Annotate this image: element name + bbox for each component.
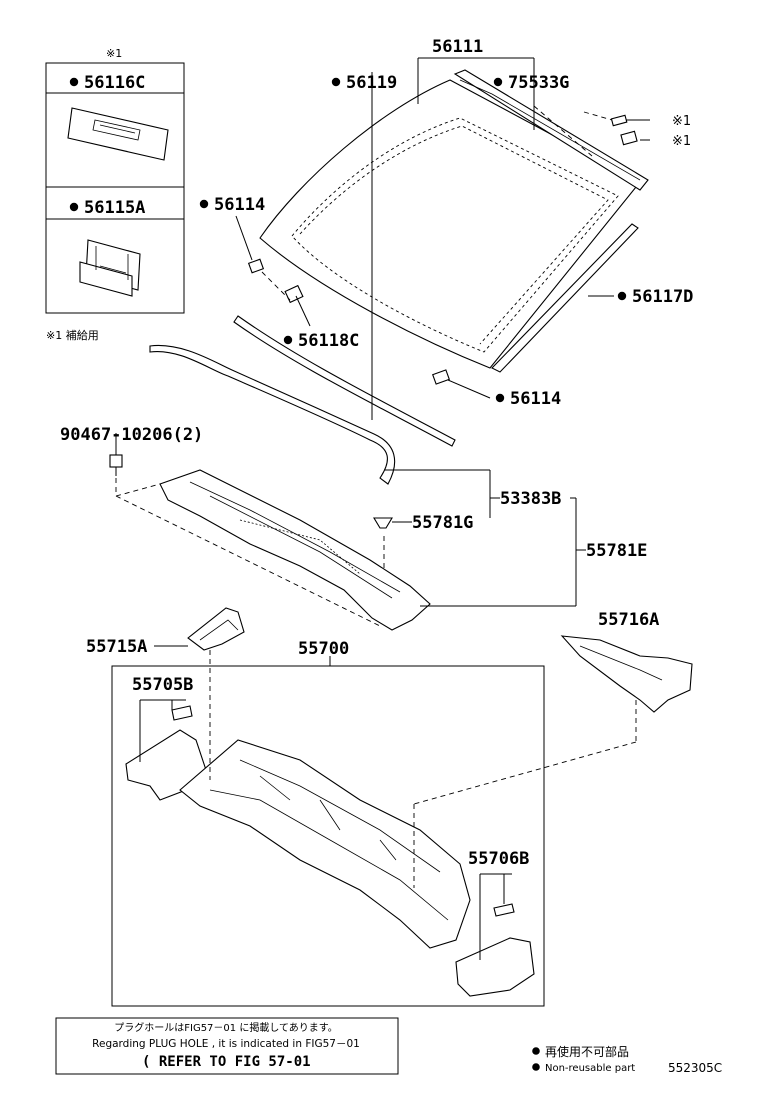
note-refer-fig: ( REFER TO FIG 57-01 xyxy=(142,1054,311,1070)
non-reusable-dot-icon xyxy=(199,199,209,209)
kit-box: ※1 56116C 56115A ※1 補給用 xyxy=(45,47,185,342)
clip-56114-lower xyxy=(432,369,450,385)
non-reusable-dot-icon xyxy=(493,77,503,87)
legend: 再使用不可部品 Non-reusable part xyxy=(532,1044,635,1074)
non-reusable-dot-icon xyxy=(331,77,341,87)
label-75533g: 75533G xyxy=(508,73,569,93)
kit-box-frame xyxy=(45,62,185,314)
non-reusable-dot-icon xyxy=(617,291,627,301)
label-55781g: 55781G xyxy=(412,513,473,533)
label-56114-upper: 56114 xyxy=(214,195,265,215)
kit-box-footnote: ※1 補給用 xyxy=(46,328,99,342)
bracket-55715a xyxy=(187,607,245,651)
non-reusable-dot-icon xyxy=(532,1063,540,1071)
lower-moulding xyxy=(233,315,456,447)
leader-lines xyxy=(115,57,650,960)
non-reusable-dot-icon xyxy=(283,335,293,345)
kit-part-56116c: 56116C xyxy=(84,73,145,93)
non-reusable-dot-icon xyxy=(495,393,505,403)
bolt-90467 xyxy=(109,454,123,476)
assembly-box-55700 xyxy=(111,665,545,1007)
windshield-glass xyxy=(259,79,641,369)
label-55706b: 55706B xyxy=(468,849,529,869)
label-55715a: 55715A xyxy=(86,637,147,657)
side-moulding xyxy=(491,223,639,373)
cowl-seal xyxy=(149,344,396,485)
spacer-56118c xyxy=(284,284,304,304)
label-56114-lower: 56114 xyxy=(510,389,561,409)
clip-56114-upper xyxy=(247,258,265,274)
label-56117d: 56117D xyxy=(632,287,693,307)
note-line-en: Regarding PLUG HOLE , it is indicated in… xyxy=(92,1038,360,1050)
figure-id: 552305C xyxy=(668,1061,722,1075)
legend-en: Non-reusable part xyxy=(545,1063,635,1074)
label-90467: 90467-10206(2) xyxy=(60,425,203,445)
label-56111: 56111 xyxy=(432,37,483,57)
non-reusable-dot-icon xyxy=(69,202,79,212)
note-box: プラグホールはFIG57－01 に掲載してあります。 Regarding PLU… xyxy=(55,1017,399,1075)
non-reusable-dot-icon xyxy=(69,77,79,87)
non-reusable-dot-icon xyxy=(532,1047,540,1055)
clip-top-right-1 xyxy=(610,114,628,127)
label-55705b: 55705B xyxy=(132,675,193,695)
label-56119: 56119 xyxy=(346,73,397,93)
label-55716a: 55716A xyxy=(598,610,659,630)
note-line-jp: プラグホールはFIG57－01 に掲載してあります。 xyxy=(114,1021,337,1034)
label-55700: 55700 xyxy=(298,639,349,659)
label-56118c: 56118C xyxy=(298,331,359,351)
cowl-top-panel xyxy=(159,469,431,631)
sticker-part-drawing xyxy=(67,107,169,161)
label-mark1-a: ※1 xyxy=(672,114,691,129)
top-moulding xyxy=(453,69,649,191)
label-55781e: 55781E xyxy=(586,541,647,561)
label-53383b: 53383B xyxy=(500,489,561,509)
kit-box-mark: ※1 xyxy=(106,47,122,60)
clip-55781g xyxy=(373,517,393,529)
clip-top-right-2 xyxy=(620,130,638,146)
clip-part-drawing xyxy=(79,239,141,297)
label-mark1-b: ※1 xyxy=(672,134,691,149)
bracket-55716a xyxy=(560,635,693,713)
kit-part-56115a: 56115A xyxy=(84,198,145,218)
legend-jp: 再使用不可部品 xyxy=(545,1044,629,1059)
